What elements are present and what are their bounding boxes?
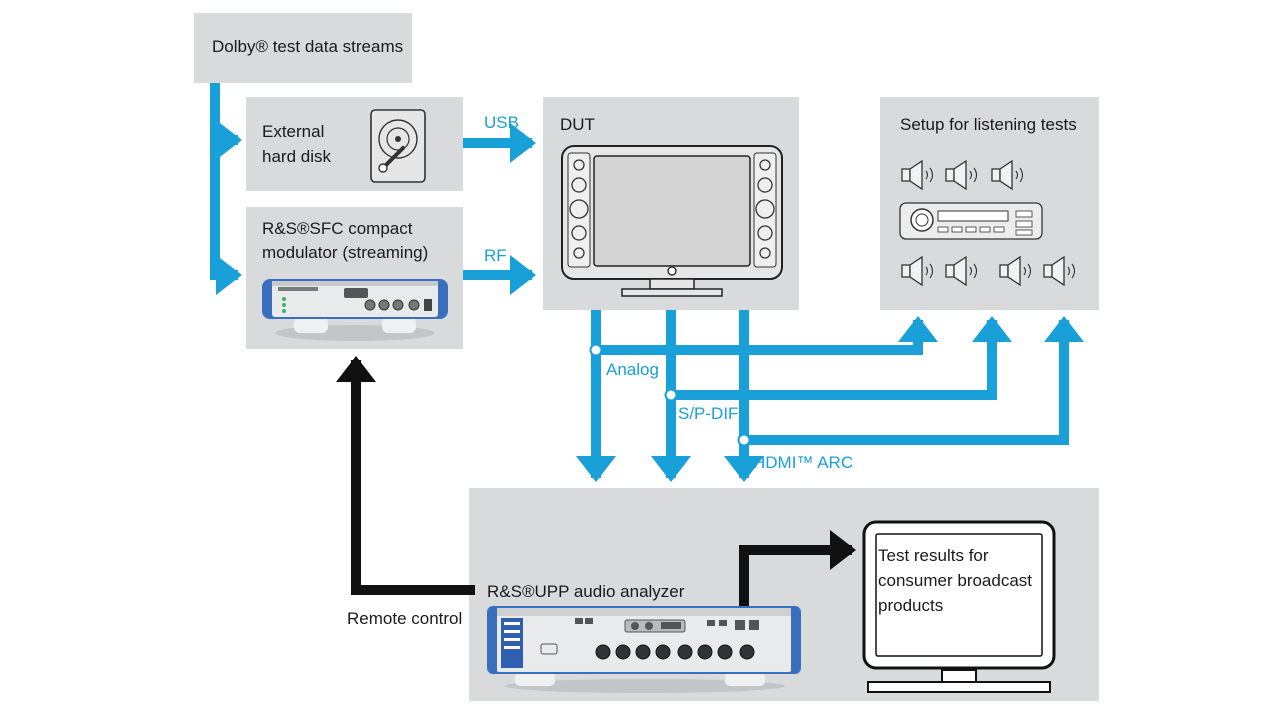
- hdmi-junction: [737, 433, 751, 447]
- listening-title: Setup for listening tests: [900, 115, 1077, 134]
- results-line2: consumer broadcast: [878, 571, 1033, 590]
- results-wire: [739, 530, 856, 610]
- car-radio-icon: [899, 202, 1043, 240]
- rf-label: RF: [484, 246, 507, 265]
- speaker-icon: [901, 159, 1065, 287]
- results-monitor-icon: [862, 520, 1056, 693]
- spdif-junction: [664, 388, 678, 402]
- hdmi-arc-label: HDMI™ ARC: [753, 453, 854, 472]
- sfc-label-line2: modulator (streaming): [262, 243, 429, 262]
- source-box: [194, 13, 412, 83]
- usb-label: USB: [484, 113, 519, 132]
- sfc-label-line1: R&S®SFC compact: [262, 219, 413, 238]
- hdd-box: [246, 97, 463, 191]
- analog-label: Analog: [606, 360, 659, 379]
- analog-branch-wire: [596, 316, 938, 355]
- source-title: Dolby® test data streams: [212, 37, 404, 56]
- results-line1: Test results for: [878, 546, 989, 565]
- tv-icon: [561, 145, 783, 297]
- upp-analyzer-icon: [487, 606, 801, 693]
- results-line3: products: [878, 596, 944, 615]
- sfc-device-icon: [262, 279, 448, 341]
- speakers-and-receiver-icon: [899, 159, 1076, 287]
- source-to-sfc-wire: [210, 140, 242, 295]
- dut-title: DUT: [560, 115, 595, 134]
- upp-title: R&S®UPP audio analyzer: [487, 582, 685, 601]
- source-to-hdd-wire: [210, 83, 242, 160]
- spdif-branch-wire: [671, 316, 1012, 400]
- remote-control-wire: [336, 356, 475, 595]
- hard-disk-icon: [370, 109, 426, 183]
- analog-junction: [589, 343, 603, 357]
- spdif-label: S/P-DIF: [678, 404, 739, 423]
- hdmi-branch-wire: [744, 316, 1084, 445]
- hdd-label-line2: hard disk: [262, 147, 331, 166]
- hdd-label-line1: External: [262, 122, 325, 141]
- remote-control-label: Remote control: [347, 609, 463, 628]
